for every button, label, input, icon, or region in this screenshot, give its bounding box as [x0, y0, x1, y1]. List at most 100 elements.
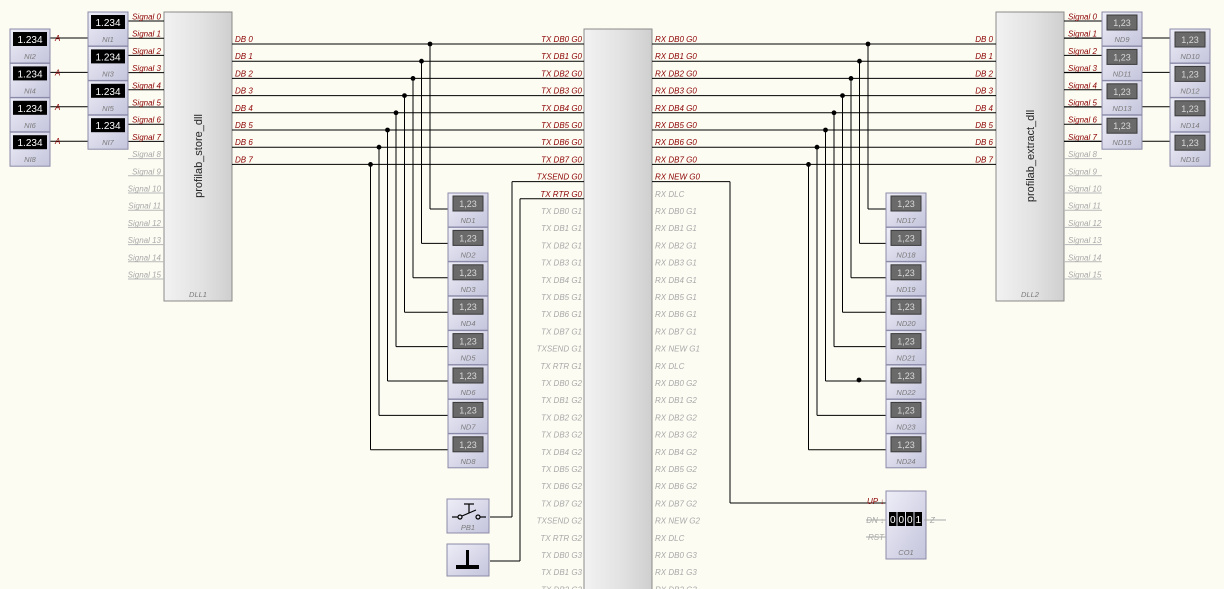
- numeric-input-instance: NI2: [24, 52, 37, 61]
- counter-digit: 1: [915, 515, 921, 526]
- dll2-block[interactable]: profilab_extract_dll DLL2: [995, 11, 1065, 302]
- rx-pin-label: RX DB2 G3: [655, 585, 697, 589]
- display-value: 1,23: [897, 233, 915, 243]
- numeric-input-field[interactable]: [13, 100, 47, 115]
- rx-pin-label: RX DB1 G3: [655, 568, 697, 577]
- numeric-input-value: 1.234: [95, 52, 120, 63]
- dll1-signal-label: Signal 0: [132, 13, 161, 22]
- display-instance: ND4: [460, 319, 475, 328]
- rx-pin-label: RX NEW G1: [655, 345, 700, 354]
- tx-pin-label: TX RTR G2: [540, 534, 582, 543]
- display-instance: ND3: [460, 285, 476, 294]
- rx-pin-label: RX DB4 G0: [655, 104, 697, 113]
- dll2-db-label: DB 0: [975, 35, 993, 44]
- rx-pin-label: RX NEW G2: [655, 517, 700, 526]
- display-field: [452, 195, 484, 212]
- numeric-input-field[interactable]: [13, 32, 47, 46]
- tx-pin-label: TX DB4 G2: [541, 448, 582, 457]
- tx-pin-label: TX DB3 G2: [541, 431, 582, 440]
- numeric-input-value: 1.234: [95, 121, 120, 132]
- dll1-signal-label: Signal 9: [132, 167, 161, 176]
- can-block[interactable]: [583, 28, 653, 589]
- pushbutton-pb1[interactable]: PB1: [446, 498, 490, 534]
- ni-pin-label: A: [54, 34, 60, 43]
- display-instance: ND6: [460, 388, 476, 397]
- display-field: [890, 195, 922, 212]
- ground-constant[interactable]: [446, 543, 490, 577]
- display-value: 1,23: [459, 371, 477, 381]
- display-instance: ND17: [896, 216, 916, 225]
- tx-pin-label: TX DB2 G3: [541, 585, 582, 589]
- dll2-signal-label: Signal 15: [1068, 271, 1102, 280]
- co1-instance: CO1: [898, 548, 913, 557]
- ni-pin-label: A: [54, 137, 60, 146]
- display-value: 1,23: [1181, 104, 1199, 114]
- numeric-input-value: 1.234: [17, 104, 42, 115]
- display-field: [1174, 100, 1206, 117]
- display-value: 1,23: [1113, 121, 1131, 131]
- wire-junction: [848, 76, 854, 81]
- tx-pin-label: TXSEND G2: [537, 517, 583, 526]
- dll2-db-label: DB 2: [975, 69, 993, 78]
- dll1-block[interactable]: profilab_store_dll DLL1: [163, 11, 233, 302]
- dll1-signal-label: Signal 2: [132, 47, 161, 56]
- display-field: [1174, 134, 1206, 151]
- numeric-input-field[interactable]: [91, 118, 125, 133]
- display-instance: ND14: [1180, 121, 1199, 130]
- dll1-signal-label: Signal 5: [132, 99, 161, 108]
- display-field: [452, 298, 484, 315]
- display-field: [890, 436, 922, 453]
- numeric-input-field[interactable]: [13, 66, 47, 81]
- ni-pin-label: A: [54, 103, 60, 112]
- rx-pin-label: RX DB7 G2: [655, 499, 697, 508]
- counter-digit: 0: [890, 515, 896, 526]
- tx-pin-label: TX DB7 G0: [541, 155, 582, 164]
- rx-pin-label: RX DB6 G2: [655, 482, 697, 491]
- display-field: [890, 298, 922, 315]
- dll1-db-label: DB 1: [235, 52, 253, 61]
- counter-digit: 0: [907, 515, 913, 526]
- tx-pin-label: TX DB2 G0: [541, 69, 582, 78]
- display-instance: ND11: [1113, 69, 1132, 78]
- dll2-signal-label: Signal 3: [1068, 64, 1097, 73]
- numeric-input-field[interactable]: [91, 49, 125, 64]
- display-value: 1,23: [897, 440, 915, 450]
- dll1-signal-label: Signal 7: [132, 133, 161, 142]
- rx-pin-label: RX DB6 G1: [655, 310, 697, 319]
- display-field: [890, 367, 922, 384]
- tx-pin-label: TX DB1 G3: [541, 568, 582, 577]
- pb1-instance: PB1: [461, 523, 475, 532]
- display-field: [452, 436, 484, 453]
- display-field: [1106, 117, 1138, 134]
- numeric-input-instance: NI4: [24, 86, 36, 95]
- display-value: 1,23: [459, 268, 477, 278]
- numeric-input-field[interactable]: [91, 83, 125, 98]
- wire-junction: [368, 162, 373, 167]
- numeric-input-field[interactable]: [91, 15, 125, 29]
- wire-junction: [865, 41, 871, 47]
- display-field: [1174, 65, 1206, 82]
- display-value: 1,23: [1181, 69, 1199, 79]
- numeric-input-field[interactable]: [13, 135, 47, 150]
- dll2-signal-label: Signal 11: [1068, 202, 1101, 211]
- dll2-signal-label: Signal 6: [1068, 116, 1097, 125]
- display-field: [1106, 14, 1138, 31]
